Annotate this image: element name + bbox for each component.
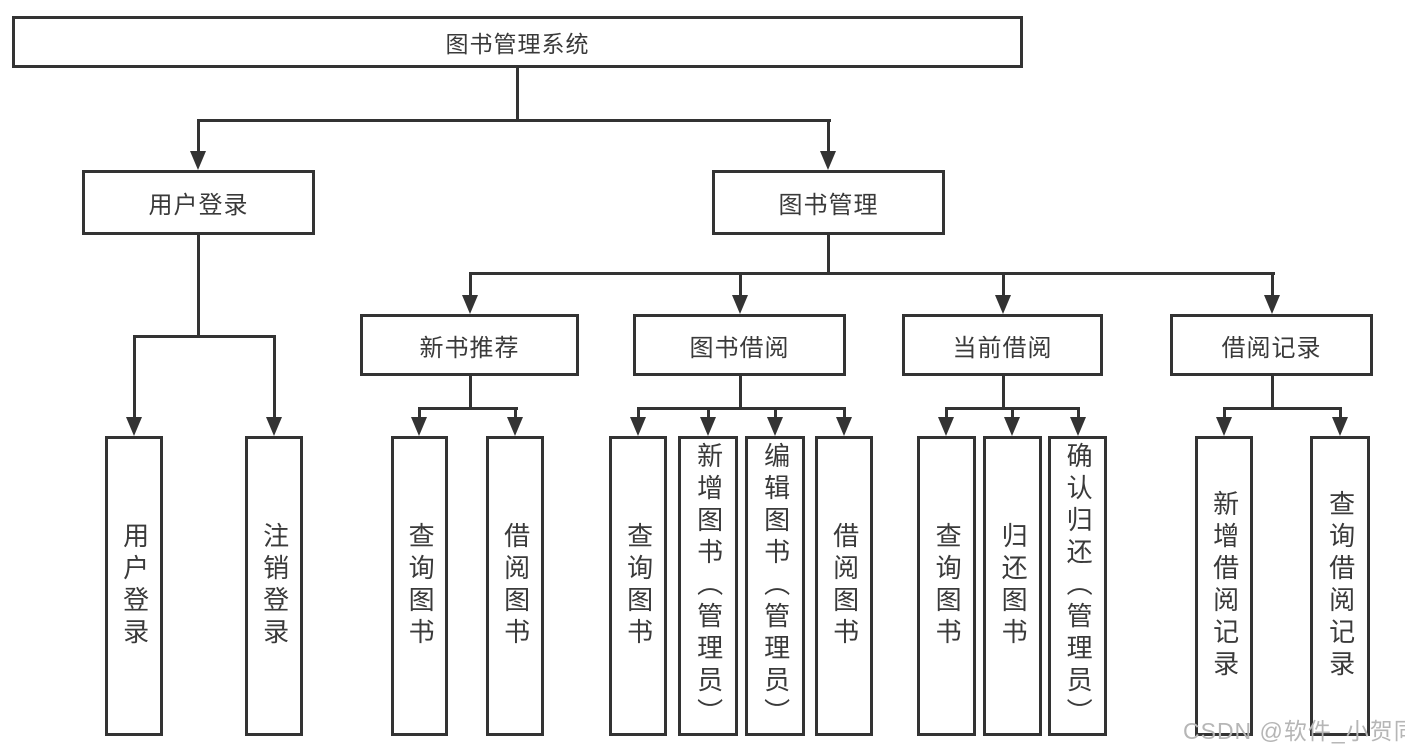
leaf-confirm-return-admin-label: 确认归还（管理员） <box>1063 442 1094 730</box>
node-root: 图书管理系统 <box>12 16 1023 68</box>
line <box>739 272 742 298</box>
leaf-borrow-books-recommend-label: 借阅图书 <box>500 522 531 650</box>
arrow-down-icon <box>630 417 646 436</box>
arrow-down-icon <box>938 417 954 436</box>
leaf-logout: 注销登录 <box>245 436 303 736</box>
line <box>1271 376 1274 410</box>
leaf-borrow-books-label: 借阅图书 <box>829 522 860 650</box>
line <box>1002 272 1005 298</box>
line <box>133 335 136 419</box>
line <box>273 335 276 419</box>
arrow-down-icon <box>820 151 836 170</box>
line <box>827 119 830 154</box>
line <box>1011 407 1014 420</box>
arrow-down-icon <box>126 417 142 436</box>
arrow-down-icon <box>1216 417 1232 436</box>
line <box>1077 407 1080 420</box>
line <box>469 272 472 298</box>
line <box>418 407 518 410</box>
node-new-book-recommend: 新书推荐 <box>360 314 579 376</box>
leaf-query-books-borrow-label: 查询图书 <box>623 522 654 650</box>
line <box>1339 407 1342 420</box>
arrow-down-icon <box>732 295 748 314</box>
line <box>514 407 517 420</box>
line <box>739 376 742 410</box>
node-borrow-records: 借阅记录 <box>1170 314 1373 376</box>
line <box>1223 407 1226 420</box>
node-book-borrow: 图书借阅 <box>633 314 846 376</box>
arrow-down-icon <box>1264 295 1280 314</box>
node-root-label: 图书管理系统 <box>445 31 590 57</box>
line <box>637 407 846 410</box>
leaf-query-books-current-label: 查询图书 <box>932 522 963 650</box>
line <box>197 234 200 338</box>
leaf-borrow-books: 借阅图书 <box>815 436 873 736</box>
arrow-down-icon <box>700 417 716 436</box>
arrow-down-icon <box>190 151 206 170</box>
line <box>516 68 519 122</box>
line <box>197 119 200 154</box>
line <box>1002 376 1005 410</box>
arrow-down-icon <box>767 417 783 436</box>
arrow-down-icon <box>411 417 427 436</box>
line <box>774 407 777 420</box>
arrow-down-icon <box>507 417 523 436</box>
line <box>197 119 831 122</box>
watermark: CSDN @软件_小贺同学 <box>1183 718 1405 744</box>
arrow-down-icon <box>1004 417 1020 436</box>
line <box>469 376 472 410</box>
leaf-borrow-books-recommend: 借阅图书 <box>486 436 544 736</box>
node-book-borrow-label: 图书借阅 <box>689 334 790 362</box>
leaf-query-books-recommend-label: 查询图书 <box>405 522 436 650</box>
line <box>843 407 846 420</box>
leaf-query-borrow-record: 查询借阅记录 <box>1310 436 1370 736</box>
node-user-login: 用户登录 <box>82 170 315 235</box>
line <box>1223 407 1342 410</box>
leaf-add-book-admin-label: 新增图书（管理员） <box>693 442 724 730</box>
leaf-confirm-return-admin: 确认归还（管理员） <box>1048 436 1107 736</box>
leaf-add-book-admin: 新增图书（管理员） <box>678 436 738 736</box>
leaf-edit-book-admin-label: 编辑图书（管理员） <box>760 442 791 730</box>
node-borrow-records-label: 借阅记录 <box>1221 334 1322 362</box>
line <box>945 407 948 420</box>
leaf-return-books: 归还图书 <box>983 436 1042 736</box>
leaf-logout-label: 注销登录 <box>259 522 290 650</box>
node-book-mgmt: 图书管理 <box>712 170 945 235</box>
leaf-user-login-label: 用户登录 <box>119 522 150 650</box>
leaf-query-books-borrow: 查询图书 <box>609 436 667 736</box>
line <box>469 272 1275 275</box>
arrow-down-icon <box>995 295 1011 314</box>
node-user-login-label: 用户登录 <box>148 192 249 219</box>
arrow-down-icon <box>462 295 478 314</box>
line <box>1271 272 1274 298</box>
line <box>133 335 276 338</box>
line <box>827 234 830 275</box>
leaf-add-borrow-record: 新增借阅记录 <box>1195 436 1253 736</box>
line <box>637 407 640 420</box>
leaf-add-borrow-record-label: 新增借阅记录 <box>1209 490 1240 682</box>
leaf-return-books-label: 归还图书 <box>998 522 1029 650</box>
line <box>707 407 710 420</box>
arrow-down-icon <box>1332 417 1348 436</box>
arrow-down-icon <box>1070 417 1086 436</box>
leaf-query-borrow-record-label: 查询借阅记录 <box>1325 490 1356 682</box>
arrow-down-icon <box>836 417 852 436</box>
arrow-down-icon <box>266 417 282 436</box>
leaf-edit-book-admin: 编辑图书（管理员） <box>745 436 805 736</box>
line <box>418 407 421 420</box>
node-current-borrow-label: 当前借阅 <box>952 334 1053 362</box>
node-current-borrow: 当前借阅 <box>902 314 1103 376</box>
node-book-mgmt-label: 图书管理 <box>778 192 879 219</box>
leaf-query-books-recommend: 查询图书 <box>391 436 448 736</box>
leaf-user-login: 用户登录 <box>105 436 163 736</box>
leaf-query-books-current: 查询图书 <box>917 436 976 736</box>
node-new-book-recommend-label: 新书推荐 <box>419 334 520 362</box>
